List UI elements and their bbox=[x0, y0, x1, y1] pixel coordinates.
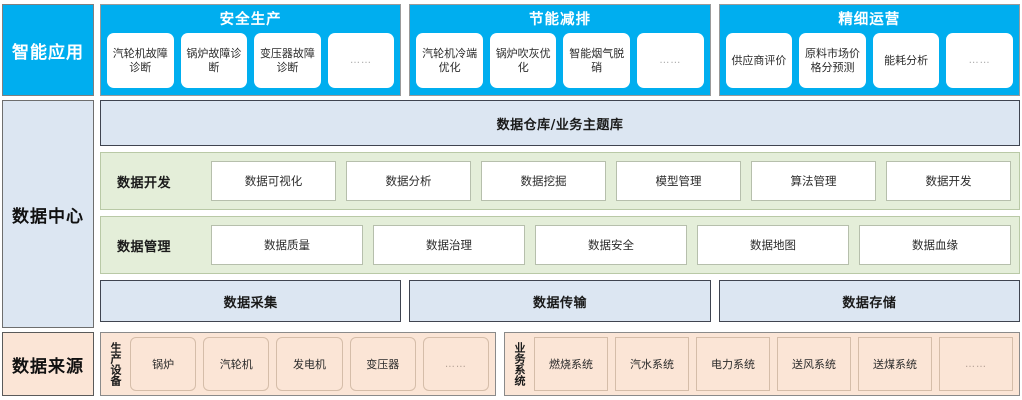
pipeline-data-transmission[interactable]: 数据传输 bbox=[409, 280, 711, 322]
layer-label-application: 智能应用 bbox=[2, 4, 94, 96]
source-chip-more-business[interactable]: …… bbox=[939, 337, 1013, 391]
app-chip-more-safety[interactable]: …… bbox=[327, 33, 395, 88]
app-chip-supplier-evaluation[interactable]: 供应商评价 bbox=[725, 33, 793, 88]
pipeline-data-collection[interactable]: 数据采集 bbox=[100, 280, 402, 322]
source-chip-air-supply-system[interactable]: 送风系统 bbox=[777, 337, 851, 391]
datacenter-band-management: 数据管理 数据质量 数据治理 数据安全 数据地图 数据血缘 bbox=[100, 216, 1020, 274]
source-chip-power-system[interactable]: 电力系统 bbox=[696, 337, 770, 391]
source-chip-coal-supply-system[interactable]: 送煤系统 bbox=[858, 337, 932, 391]
app-chip-more-energy-saving[interactable]: …… bbox=[637, 33, 704, 88]
datacenter-layer-row: 数据中心 数据仓库/业务主题库 数据开发 数据可视化 数据分析 数据挖掘 模型管… bbox=[0, 100, 1022, 328]
tile-model-management[interactable]: 模型管理 bbox=[616, 161, 741, 201]
app-group-energy-saving: 节能减排 汽轮机冷端优化 锅炉吹灰优化 智能烟气脱硝 …… bbox=[409, 4, 711, 96]
source-layer-row: 数据来源 生产设备 锅炉 汽轮机 发电机 变压器 …… 业务系统 燃烧系统 汽水… bbox=[0, 332, 1022, 396]
source-group-title-business-system: 业务系统 bbox=[513, 342, 526, 386]
tile-algorithm-management[interactable]: 算法管理 bbox=[751, 161, 876, 201]
layer-label-source: 数据来源 bbox=[2, 332, 94, 396]
source-chip-generator[interactable]: 发电机 bbox=[276, 337, 343, 391]
app-chip-energy-consumption-analysis[interactable]: 能耗分析 bbox=[872, 33, 940, 88]
tile-data-lineage[interactable]: 数据血缘 bbox=[859, 225, 1011, 265]
app-chip-turbine-fault[interactable]: 汽轮机故障诊断 bbox=[107, 33, 174, 88]
source-chip-steam-water-system[interactable]: 汽水系统 bbox=[615, 337, 689, 391]
application-layer-row: 智能应用 安全生产 汽轮机故障诊断 锅炉故障诊断 变压器故障诊断 …… 节能减排… bbox=[0, 4, 1022, 96]
app-chip-transformer-fault[interactable]: 变压器故障诊断 bbox=[254, 33, 321, 88]
source-chip-more-production[interactable]: …… bbox=[422, 337, 490, 391]
datacenter-body: 数据仓库/业务主题库 数据开发 数据可视化 数据分析 数据挖掘 模型管理 算法管… bbox=[100, 100, 1020, 328]
source-group-business-system: 业务系统 燃烧系统 汽水系统 电力系统 送风系统 送煤系统 …… bbox=[504, 332, 1020, 396]
app-chip-more-fine-operation[interactable]: …… bbox=[946, 33, 1013, 88]
band-items-management: 数据质量 数据治理 数据安全 数据地图 数据血缘 bbox=[211, 225, 1011, 265]
source-chip-steam-turbine[interactable]: 汽轮机 bbox=[203, 337, 270, 391]
app-group-title-energy-saving: 节能减排 bbox=[528, 12, 591, 28]
tile-data-visualization[interactable]: 数据可视化 bbox=[211, 161, 336, 201]
app-group-title-safety: 安全生产 bbox=[219, 12, 282, 28]
source-items-production-equipment: 锅炉 汽轮机 发电机 变压器 …… bbox=[130, 337, 490, 391]
app-group-items-energy-saving: 汽轮机冷端优化 锅炉吹灰优化 智能烟气脱硝 …… bbox=[416, 33, 704, 88]
tile-data-governance[interactable]: 数据治理 bbox=[373, 225, 525, 265]
source-group-production-equipment: 生产设备 锅炉 汽轮机 发电机 变压器 …… bbox=[100, 332, 496, 396]
source-chip-combustion-system[interactable]: 燃烧系统 bbox=[534, 337, 608, 391]
datacenter-warehouse-bar[interactable]: 数据仓库/业务主题库 bbox=[100, 100, 1020, 146]
app-group-fine-operation: 精细运营 供应商评价 原料市场价格分预测 能耗分析 …… bbox=[718, 4, 1020, 96]
source-chip-transformer[interactable]: 变压器 bbox=[349, 337, 416, 391]
band-label-management: 数据管理 bbox=[117, 239, 172, 255]
layer-label-datacenter: 数据中心 bbox=[2, 100, 94, 328]
datacenter-pipeline-row: 数据采集 数据传输 数据存储 bbox=[100, 280, 1020, 322]
app-chip-boiler-sootblowing[interactable]: 锅炉吹灰优化 bbox=[489, 33, 557, 88]
tile-data-mining[interactable]: 数据挖掘 bbox=[481, 161, 606, 201]
tile-data-security[interactable]: 数据安全 bbox=[535, 225, 687, 265]
application-groups: 安全生产 汽轮机故障诊断 锅炉故障诊断 变压器故障诊断 …… 节能减排 汽轮机冷… bbox=[100, 4, 1020, 96]
app-group-items-fine-operation: 供应商评价 原料市场价格分预测 能耗分析 …… bbox=[725, 33, 1013, 88]
tile-data-development[interactable]: 数据开发 bbox=[886, 161, 1011, 201]
tile-data-map[interactable]: 数据地图 bbox=[697, 225, 849, 265]
tile-data-analysis[interactable]: 数据分析 bbox=[346, 161, 471, 201]
app-chip-boiler-fault[interactable]: 锅炉故障诊断 bbox=[180, 33, 248, 88]
pipeline-data-storage[interactable]: 数据存储 bbox=[718, 280, 1020, 322]
app-chip-smart-denitration[interactable]: 智能烟气脱硝 bbox=[563, 33, 631, 88]
app-chip-turbine-cold-end[interactable]: 汽轮机冷端优化 bbox=[416, 33, 483, 88]
app-group-title-fine-operation: 精细运营 bbox=[838, 12, 901, 28]
source-items-business-system: 燃烧系统 汽水系统 电力系统 送风系统 送煤系统 …… bbox=[534, 337, 1013, 391]
tile-data-quality[interactable]: 数据质量 bbox=[211, 225, 363, 265]
band-label-development: 数据开发 bbox=[117, 175, 172, 191]
app-chip-material-price-forecast[interactable]: 原料市场价格分预测 bbox=[799, 33, 866, 88]
source-chip-boiler[interactable]: 锅炉 bbox=[130, 337, 197, 391]
datacenter-band-development: 数据开发 数据可视化 数据分析 数据挖掘 模型管理 算法管理 数据开发 bbox=[100, 152, 1020, 210]
source-groups: 生产设备 锅炉 汽轮机 发电机 变压器 …… 业务系统 燃烧系统 汽水系统 电力… bbox=[100, 332, 1020, 396]
band-items-development: 数据可视化 数据分析 数据挖掘 模型管理 算法管理 数据开发 bbox=[211, 161, 1011, 201]
app-group-items-safety: 汽轮机故障诊断 锅炉故障诊断 变压器故障诊断 …… bbox=[107, 33, 395, 88]
app-group-safety: 安全生产 汽轮机故障诊断 锅炉故障诊断 变压器故障诊断 …… bbox=[100, 4, 402, 96]
source-group-title-production-equipment: 生产设备 bbox=[109, 342, 122, 386]
